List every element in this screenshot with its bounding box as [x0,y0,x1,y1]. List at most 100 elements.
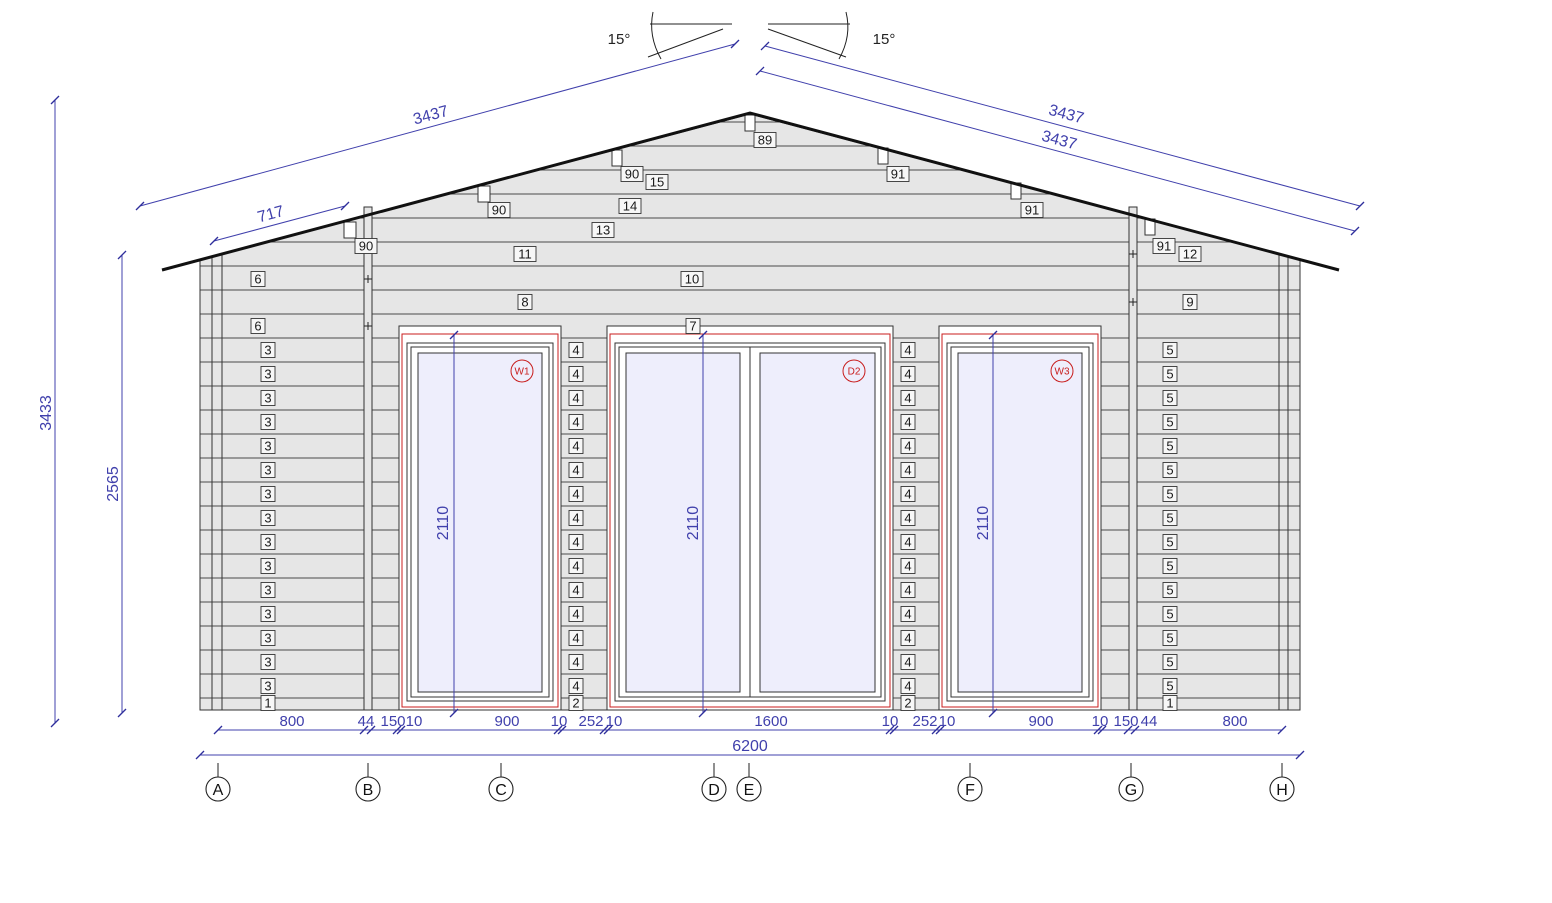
log-label-pier-left: 4 [568,486,584,502]
total-width-label: 6200 [732,738,768,755]
log-label-box [1162,342,1178,358]
width-chain-label: 44 [1141,713,1158,730]
log-label-right-end: 5 [1162,510,1178,526]
rafter-block [611,149,623,167]
log-label-box [568,558,584,574]
log-label-pier-right: 4 [900,390,916,406]
log-label-text: 4 [904,511,911,526]
log-label-text: 4 [572,391,579,406]
log-label-rafters: 91 [1152,238,1176,254]
roof-left-part-label: 717 [256,203,286,226]
width-chain-tick [599,725,609,735]
grid-axis-label: E [744,782,755,799]
log-label-box [250,271,266,287]
opening-height-tick [449,708,459,718]
log-label-right-end: 5 [1162,630,1178,646]
log-label-box [260,342,276,358]
log-label-box [568,510,584,526]
door-d2-tag: D2 [848,367,861,378]
log-label-left-mid: 8 [517,294,533,310]
log-label-right-upper: 9 [1182,294,1198,310]
log-label-right-end: 5 [1162,342,1178,358]
width-chain-label: 10 [606,713,623,730]
log-label-pier-left: 4 [568,366,584,382]
log-label-box [568,390,584,406]
log-label-right-end: 5 [1162,462,1178,478]
log-label-pier-right: 4 [900,414,916,430]
door-d2-tag-circle [842,359,866,383]
grid-axis-bubble [736,776,762,802]
log-label-box [900,438,916,454]
log-label-text: 4 [572,367,579,382]
log-label-text: 4 [904,655,911,670]
log-label-box [900,414,916,430]
window-w3-glass [957,352,1083,693]
log-label-left-end: 3 [260,654,276,670]
log-label-text: 4 [572,463,579,478]
grid-axis-h: H [1269,763,1295,802]
log-label-text: 10 [685,272,699,287]
log-label-left-end: 3 [260,414,276,430]
log-label-rafters: 91 [886,166,910,182]
log-label-pier-left: 4 [568,438,584,454]
log-label-right-end: 5 [1162,414,1178,430]
roof-right-outer-tick [1355,201,1365,211]
log-label-box [568,678,584,694]
log-label-box [1162,438,1178,454]
width-chain-label: 150 [380,713,405,730]
post-g-marker [1129,250,1137,258]
log-label-box [1162,486,1178,502]
log-label-pier-right: 4 [900,486,916,502]
log-label-text: 4 [572,631,579,646]
log-label-left-upper: 6 [250,318,266,334]
dimension-ticks [50,39,1365,760]
log-label-box [900,582,916,598]
log-label-text: 90 [359,239,373,254]
log-label-box [900,390,916,406]
post-b-marker [364,275,372,283]
log-label-text: 4 [904,463,911,478]
dimension-lines [54,43,1361,756]
door-d2-outline [609,333,891,708]
opening-height-tick [449,330,459,340]
log-label-text: 4 [572,511,579,526]
log-label-pier-left: 4 [568,678,584,694]
width-chain-label: 800 [1222,713,1247,730]
width-chain-label: 10 [551,713,568,730]
log-label-box [900,510,916,526]
log-label-text: 5 [1166,679,1173,694]
door-d2: D2 [606,325,894,711]
log-label-box [568,630,584,646]
log-label-box [260,462,276,478]
log-label-box [900,606,916,622]
width-chain-tick [1097,725,1107,735]
log-label-text: 3 [264,679,271,694]
grid-axis-a: A [205,763,231,802]
log-label-box [1162,558,1178,574]
log-label-text: 3 [264,391,271,406]
log-label-pier-right: 4 [900,510,916,526]
log-label-text: 5 [1166,631,1173,646]
log-label-box [1162,582,1178,598]
log-label-rafters: 90 [487,202,511,218]
grid-axis-label: B [363,782,374,799]
grid-axis-bubble [488,776,514,802]
log-label-text: 91 [1157,239,1171,254]
log-label-pier-left: 2 [568,695,584,711]
rafter-block [343,221,357,239]
log-label-box [1162,414,1178,430]
window-w3-outline [941,333,1099,708]
log-label-text: 8 [521,295,528,310]
log-label-box [568,414,584,430]
width-chain-tick [1123,725,1133,735]
log-label-text: 4 [572,343,579,358]
log-label-text: 5 [1166,391,1173,406]
door-d2-glass-left [625,352,741,693]
log-label-box [1162,534,1178,550]
log-label-box [1162,678,1178,694]
log-label-box [1182,294,1198,310]
width-chain-label: 1600 [754,713,787,730]
log-label-text: 2 [904,696,911,711]
roof-angle-left: 15° [608,11,732,60]
log-label-left-end: 3 [260,558,276,574]
